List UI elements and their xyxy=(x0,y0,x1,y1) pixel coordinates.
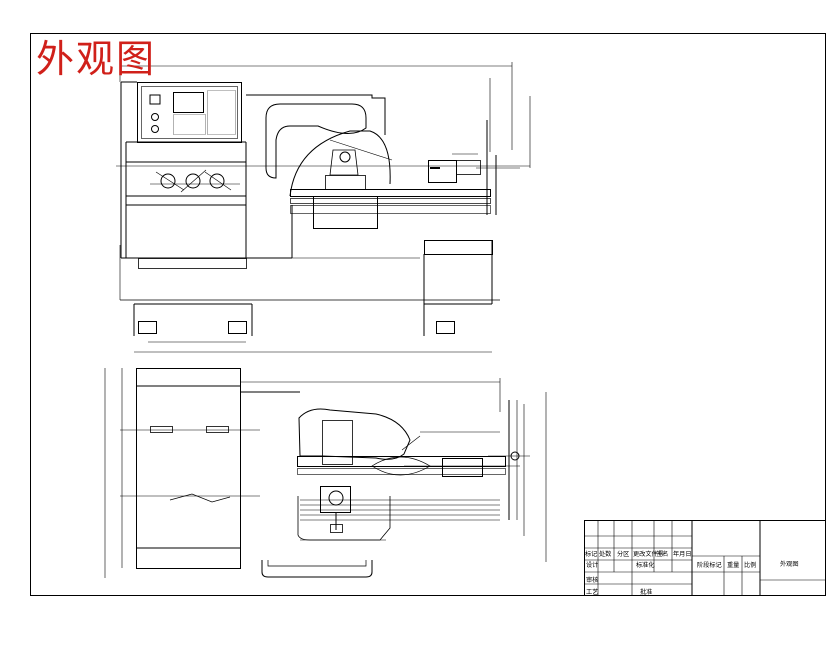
tb-row1-4: 签名 xyxy=(656,550,668,558)
tb-row1-1: 处数 xyxy=(599,550,612,558)
tb-sheet-name: 外观图 xyxy=(780,560,799,568)
sheet-border xyxy=(30,33,826,596)
tb-row3-0: 审核 xyxy=(586,576,598,584)
tb-stage-0: 阶段标记 xyxy=(697,561,722,569)
tb-stage-2: 比例 xyxy=(744,561,756,569)
tb-row1-2: 分区 xyxy=(617,550,629,558)
tb-row4-0: 工艺 xyxy=(586,588,598,596)
tb-stage-1: 重量 xyxy=(727,561,739,569)
top-view xyxy=(104,368,547,578)
tb-row1-5: 年月日 xyxy=(673,550,692,558)
front-view xyxy=(116,62,531,353)
tb-row1-3: 更改文件号 xyxy=(633,550,664,558)
page-title: 外观图 xyxy=(36,37,157,81)
tb-row4-1: 批准 xyxy=(640,588,652,596)
tb-row1-0: 标记 xyxy=(585,550,597,558)
tb-row2-1: 标准化 xyxy=(636,561,655,569)
title-block xyxy=(584,520,826,596)
tb-row2-0: 设计 xyxy=(586,561,598,569)
